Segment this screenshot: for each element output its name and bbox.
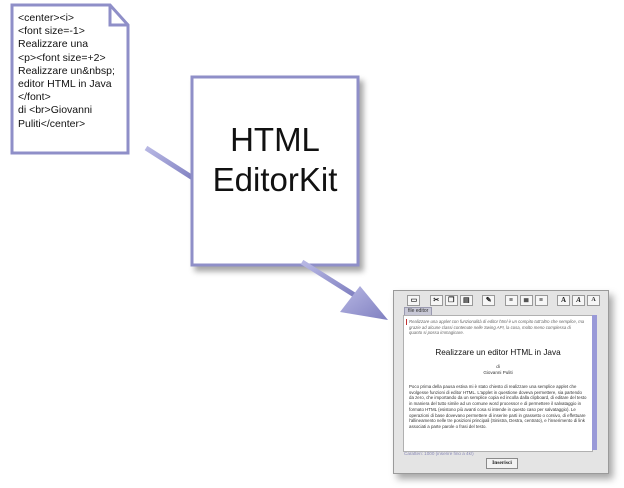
doc-line: <font size=-1>: [18, 25, 85, 38]
doc-line: <p><font size=+2>: [18, 51, 106, 64]
editorkit-box: [190, 75, 360, 267]
italic-button[interactable]: A: [572, 295, 586, 306]
status-bar: Caratteri: 1000 (inserire fino a 4k!): [404, 451, 474, 456]
doc-line: Puliti</center>: [18, 117, 86, 130]
insert-button[interactable]: Inserisci: [486, 458, 518, 469]
doc-line: di <br>Giovanni: [18, 104, 93, 117]
editorkit-label-line1: HTML: [230, 121, 320, 158]
open-icon[interactable]: ▭: [407, 295, 421, 306]
editor-content-area[interactable]: Realizzare una applet con funzionalità d…: [403, 315, 593, 452]
align-right-icon[interactable]: ≡: [534, 295, 548, 306]
bold-button[interactable]: A: [557, 295, 571, 306]
body-paragraph: Poco prima della pausa estiva mi è stato…: [409, 384, 587, 429]
document-title: Realizzare un editor HTML in Java: [435, 348, 561, 357]
arrow-doc-to-editorkit: [144, 145, 198, 183]
intro-paragraph: Realizzare una applet con funzionalità d…: [409, 319, 585, 336]
author-name: Giovanni Puliti: [483, 370, 513, 375]
source-document-text: <center><i> <font size=-1> Realizzare un…: [18, 12, 130, 131]
text-cursor: [406, 319, 407, 325]
editor-toolbar: ▭ ✂ ❐ ▤ ✎ ≡ ≣ ≡ A A A: [400, 295, 601, 306]
link-icon[interactable]: ✎: [482, 295, 496, 306]
align-left-icon[interactable]: ≡: [504, 295, 518, 306]
doc-line: Realizzare una: [18, 38, 89, 51]
font-size-button[interactable]: A: [587, 295, 601, 306]
doc-line: Realizzare un&nbsp;: [18, 64, 115, 77]
doc-line: </font>: [18, 91, 51, 104]
source-document-shape: [10, 3, 130, 155]
doc-line: <center><i>: [18, 12, 75, 24]
arrow-editorkit-to-editor: [300, 259, 388, 320]
doc-line: editor HTML in Java: [18, 78, 112, 91]
align-center-icon[interactable]: ≣: [519, 295, 533, 306]
editorkit-label-line2: EditorKit: [212, 161, 338, 198]
by-label: di: [496, 364, 500, 369]
editorkit-label: HTML EditorKit: [192, 120, 358, 200]
editor-window: ▭ ✂ ❐ ▤ ✎ ≡ ≣ ≡ A A A file editor Realiz…: [393, 290, 609, 474]
copy-icon[interactable]: ❐: [444, 295, 458, 306]
cut-icon[interactable]: ✂: [429, 295, 443, 306]
vertical-scrollbar[interactable]: [592, 315, 597, 450]
paste-icon[interactable]: ▤: [459, 295, 473, 306]
